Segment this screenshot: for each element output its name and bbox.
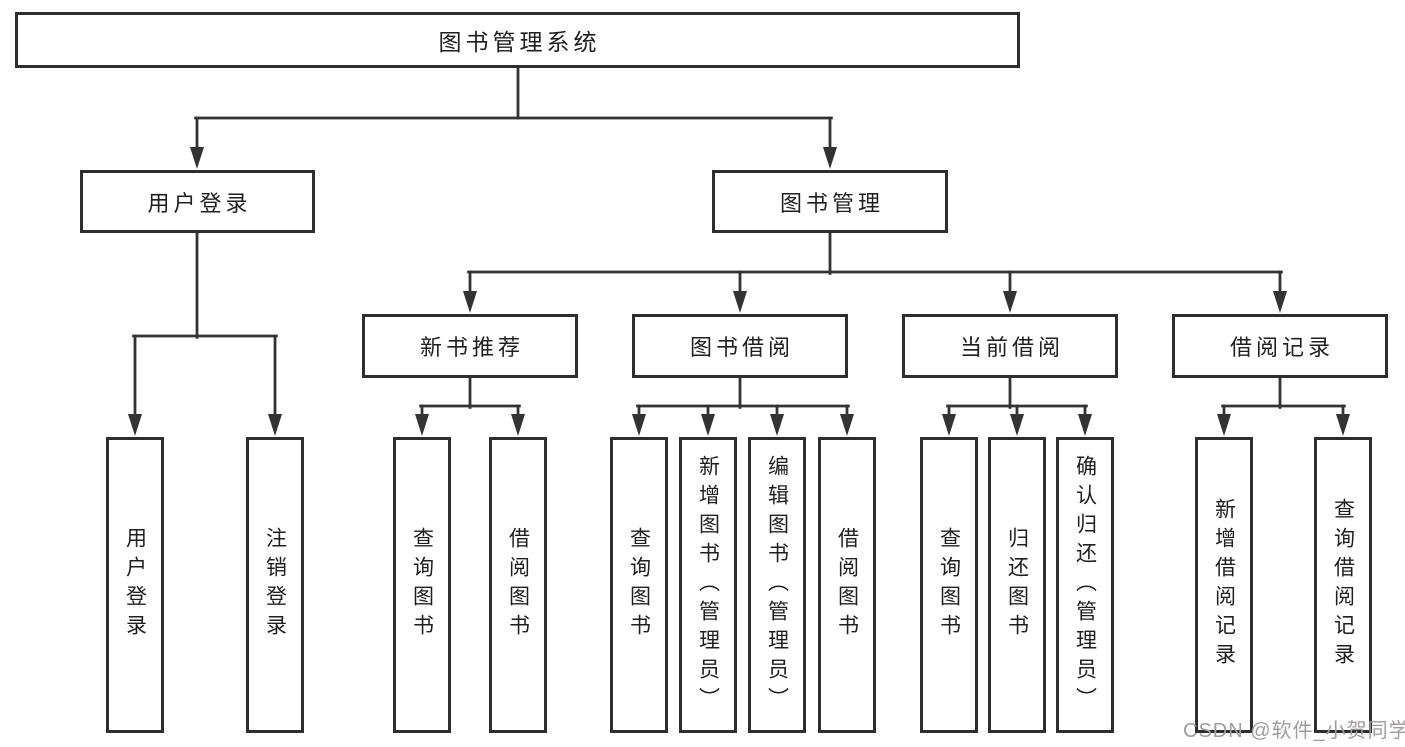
node-label: 图书借阅	[689, 335, 794, 360]
node-label: 用户登录	[147, 190, 252, 216]
node-root-library-management-system: 图书管理系统	[15, 12, 1020, 68]
node-book-management: 图书管理	[712, 170, 948, 233]
leaf-borrowing-add-books-admin: 新增图书（管理员）	[679, 437, 737, 733]
node-label: 查询借阅记录	[1331, 498, 1355, 672]
leaf-current-confirm-return-admin: 确认归还（管理员）	[1056, 437, 1114, 733]
node-label: 用户登录	[123, 527, 147, 643]
node-book-borrowing: 图书借阅	[632, 314, 848, 378]
node-label: 借阅图书	[835, 527, 859, 643]
node-label: 借阅记录	[1229, 335, 1334, 360]
leaf-logout-login: 注销登录	[246, 437, 304, 733]
leaf-recommend-borrow-books: 借阅图书	[489, 437, 547, 733]
node-label: 当前借阅	[959, 335, 1064, 360]
node-label: 注销登录	[263, 527, 287, 643]
node-label: 查询图书	[627, 527, 651, 643]
leaf-current-return-books: 归还图书	[988, 437, 1046, 733]
leaf-records-query-borrow-record: 查询借阅记录	[1314, 437, 1372, 733]
node-label: 新书推荐	[419, 335, 524, 360]
leaf-borrowing-edit-books-admin: 编辑图书（管理员）	[748, 437, 806, 733]
arrowheads	[128, 147, 1350, 436]
node-label: 查询图书	[937, 527, 961, 643]
leaf-current-query-books: 查询图书	[920, 437, 978, 733]
node-label: 确认归还（管理员）	[1073, 454, 1097, 716]
node-label: 图书管理系统	[438, 29, 601, 55]
node-borrowing-records: 借阅记录	[1172, 314, 1388, 378]
node-label: 图书管理	[779, 190, 884, 216]
leaf-records-add-borrow-record: 新增借阅记录	[1195, 437, 1253, 733]
node-label: 借阅图书	[506, 527, 530, 643]
node-label: 新增借阅记录	[1212, 498, 1236, 672]
node-label: 归还图书	[1005, 527, 1029, 643]
leaf-borrowing-query-books: 查询图书	[610, 437, 668, 733]
leaf-borrowing-borrow-books: 借阅图书	[818, 437, 876, 733]
node-label: 编辑图书（管理员）	[765, 454, 789, 716]
leaf-user-login: 用户登录	[106, 437, 164, 733]
node-new-book-recommend: 新书推荐	[362, 314, 578, 378]
node-current-borrowing: 当前借阅	[902, 314, 1118, 378]
node-user-login: 用户登录	[80, 170, 315, 233]
leaf-recommend-query-books: 查询图书	[393, 437, 451, 733]
node-label: 新增图书（管理员）	[696, 454, 720, 716]
csdn-watermark: CSDN @软件_小贺同学	[1183, 720, 1405, 742]
node-label: 查询图书	[410, 527, 434, 643]
